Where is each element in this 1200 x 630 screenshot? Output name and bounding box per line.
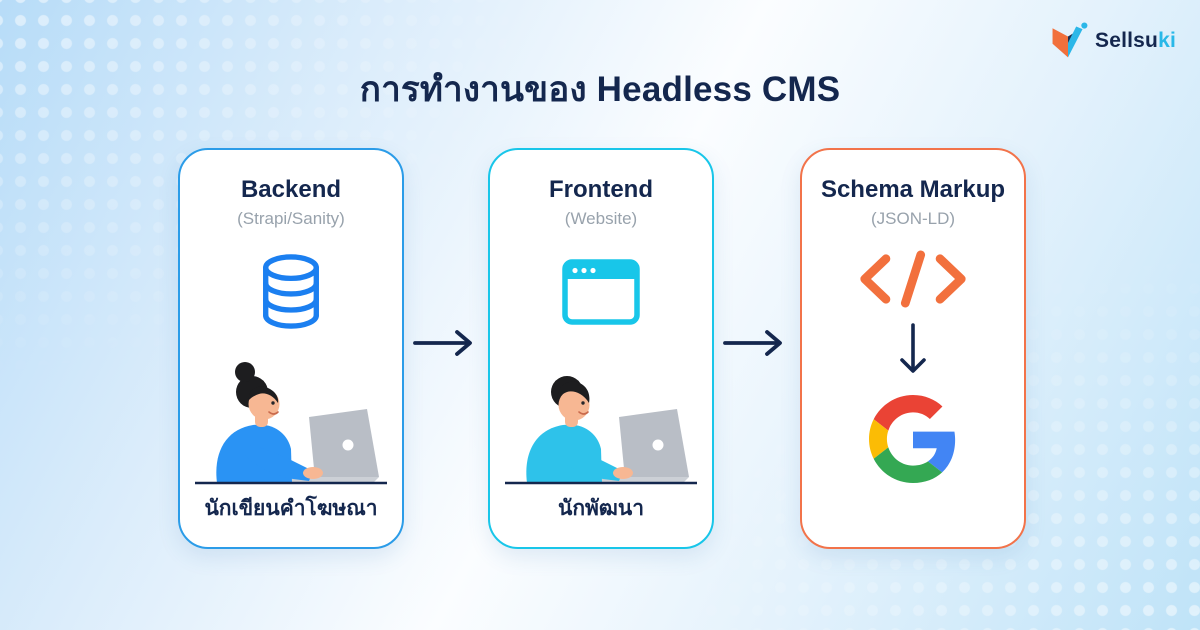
card-subtitle: (Website) bbox=[564, 208, 638, 228]
google-logo bbox=[869, 394, 957, 488]
developer-illustration bbox=[505, 376, 697, 485]
card-subtitle: (JSON-LD) bbox=[870, 208, 956, 228]
card-title: Schema Markup bbox=[820, 176, 1006, 203]
card-title: Frontend bbox=[549, 176, 653, 203]
schema-card-body bbox=[857, 229, 969, 488]
arrow-right-icon bbox=[413, 330, 472, 356]
brand-name-primary: Sellsu bbox=[1095, 29, 1159, 52]
arrow-right-icon bbox=[723, 330, 782, 356]
sellsuki-icon bbox=[1052, 22, 1088, 58]
copywriter-illustration bbox=[195, 362, 387, 485]
backend-card: Backend (Strapi/Sanity) bbox=[178, 148, 404, 549]
role-label: นักเขียนคำโฆษณา bbox=[204, 497, 378, 520]
database-icon bbox=[255, 251, 327, 333]
card-subtitle: (Strapi/Sanity) bbox=[237, 208, 345, 228]
brand-name-accent: ki bbox=[1158, 29, 1176, 52]
brand-name: Sellsuki bbox=[1095, 29, 1176, 53]
schema-markup-card: Schema Markup (JSON-LD) bbox=[800, 148, 1026, 549]
frontend-card: Frontend (Website) นัก bbox=[488, 148, 714, 549]
code-icon bbox=[857, 249, 969, 314]
role-label: นักพัฒนา bbox=[557, 497, 645, 520]
page-title: การทำงานของ Headless CMS bbox=[359, 70, 841, 109]
brand-logo: Sellsuki bbox=[1048, 20, 1176, 62]
browser-window-icon bbox=[561, 251, 641, 333]
card-title: Backend bbox=[240, 176, 342, 203]
arrow-down-icon bbox=[895, 322, 931, 383]
